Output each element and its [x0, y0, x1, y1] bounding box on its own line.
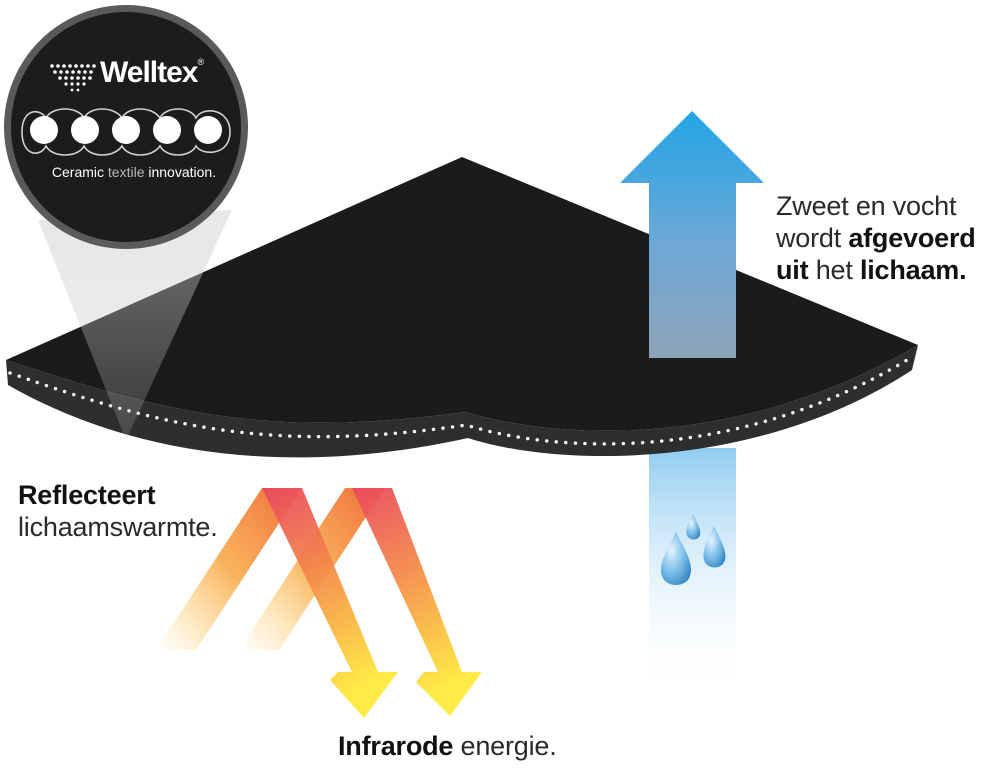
ceramic-dots-icon	[30, 116, 222, 144]
heat-ray-in-1	[156, 488, 302, 650]
magnifier-cone	[38, 210, 232, 440]
reflect-label: Reflecteert lichaamswarmte.	[18, 480, 218, 542]
ceramic-dot-line	[8, 355, 914, 446]
sweat-label: Zweet en vocht wordt afgevoerd uit het l…	[776, 191, 976, 285]
water-drop-icon	[703, 526, 726, 568]
water-drop-icon	[660, 532, 692, 585]
water-drop-icon	[686, 514, 701, 540]
brand-name: Welltex®	[100, 56, 205, 89]
brand-tagline: Ceramic textile innovation.	[51, 164, 217, 180]
heat-arrow-out-2	[352, 488, 482, 716]
registered-mark: ®	[197, 57, 205, 67]
fabric-sheet	[6, 157, 918, 431]
moisture-up-arrow	[620, 111, 764, 358]
infrared-label: Infrarode energie.	[338, 731, 557, 761]
fabric-edge	[6, 345, 918, 458]
heat-arrow-out-1	[262, 488, 398, 718]
welltex-logo-icon	[50, 64, 96, 92]
